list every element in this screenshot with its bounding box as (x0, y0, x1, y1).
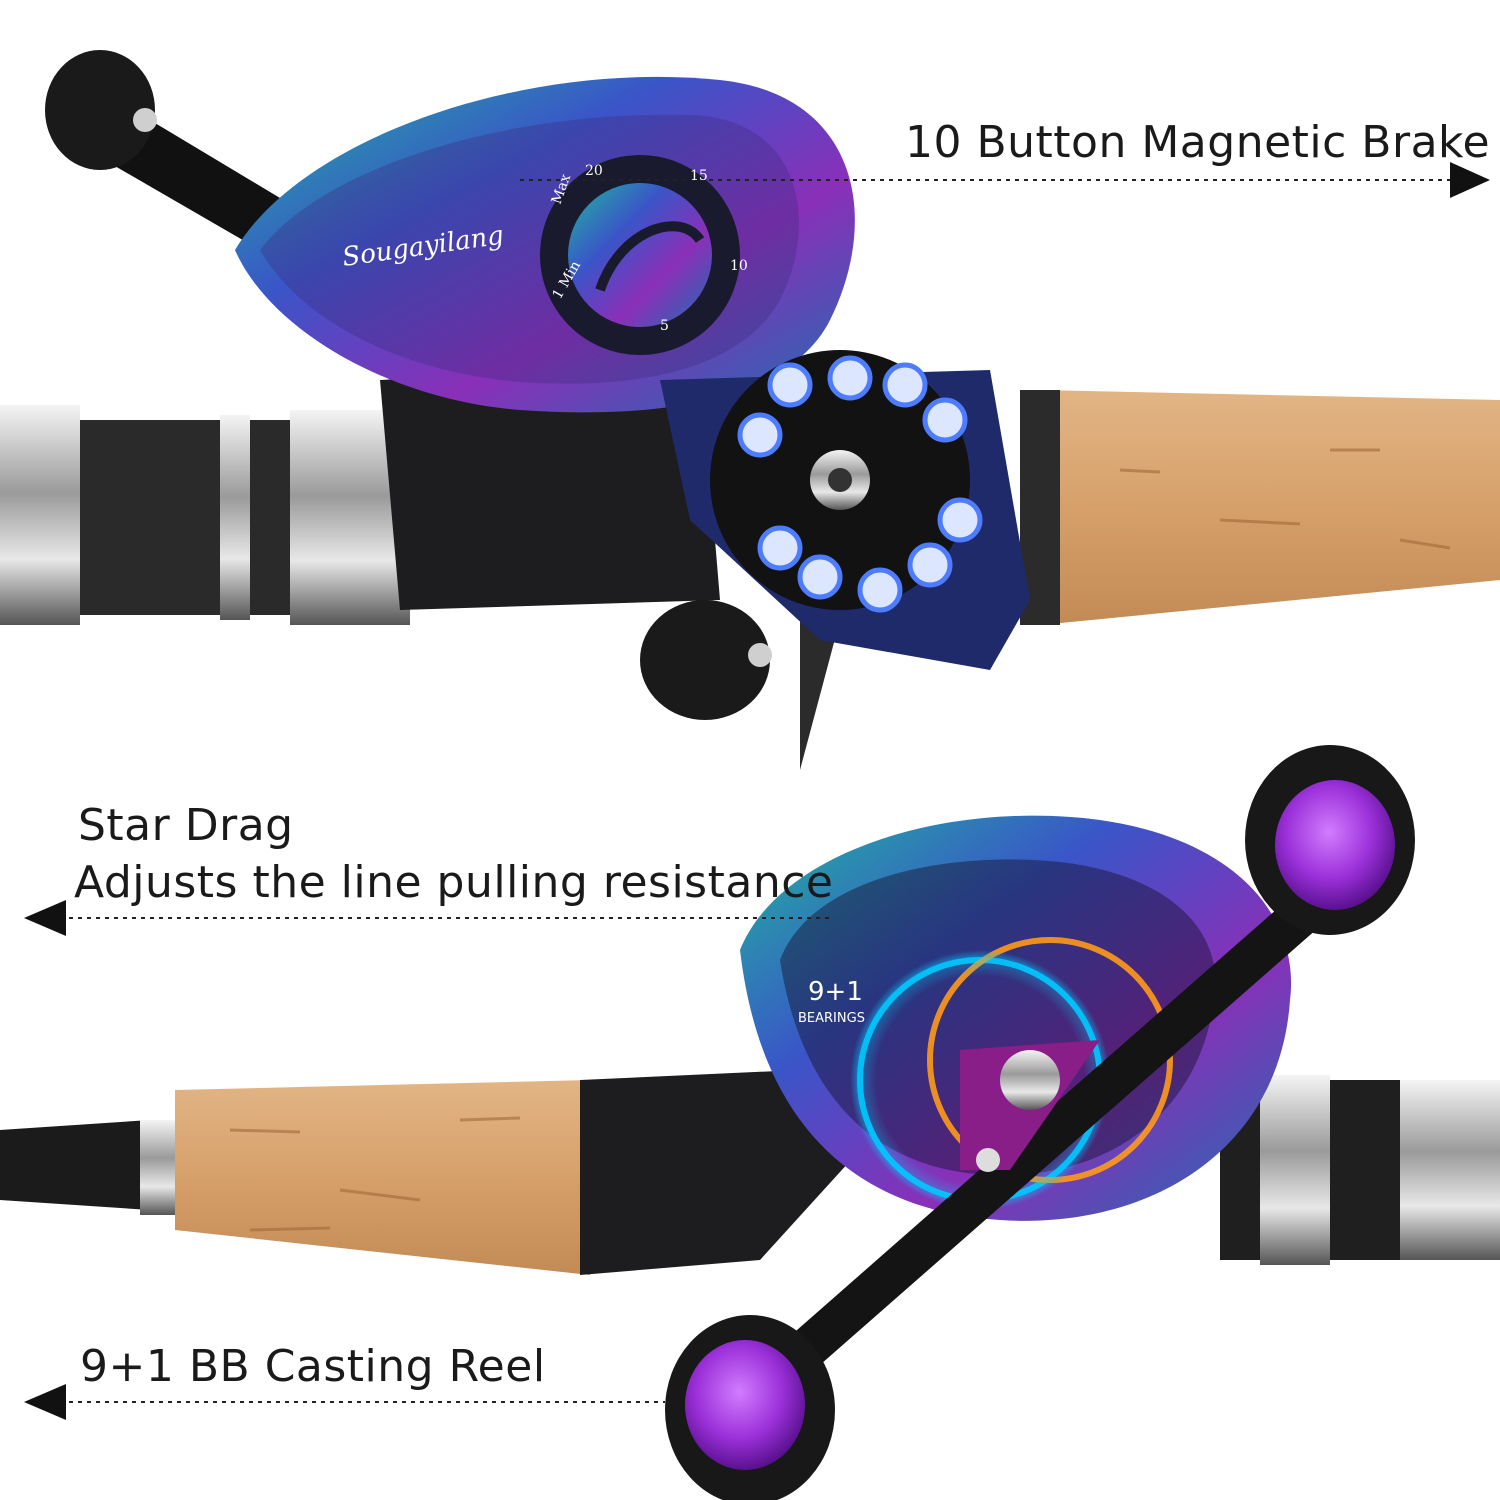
magnetic-brake-label: 10 Button Magnetic Brake (905, 117, 1491, 168)
dial-tick-10: 10 (730, 258, 748, 274)
bearings-count: 9+1 (808, 977, 863, 1007)
callout-lines (24, 162, 1490, 1420)
bearings-word: BEARINGS (798, 1011, 865, 1026)
dial-tick-5: 5 (660, 318, 669, 334)
casting-reel-label: 9+1 BB Casting Reel (80, 1341, 546, 1392)
dial-tick-20: 20 (585, 163, 603, 179)
dial-tick-15: 15 (690, 168, 708, 184)
star-drag-title: Star Drag (78, 800, 294, 851)
star-drag-description: Adjusts the line pulling resistance (74, 857, 834, 908)
bottom-reel-view (0, 745, 1500, 1500)
top-reel-view (0, 50, 1500, 770)
